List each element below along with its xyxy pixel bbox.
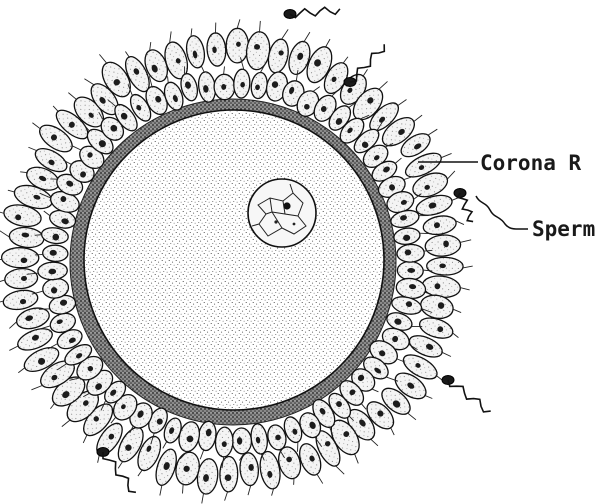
corona-cell-outer-63: [424, 233, 472, 258]
sperm-tail: [448, 380, 491, 412]
sperm-4: [442, 376, 491, 412]
nucleus: [248, 179, 316, 247]
corona-cell-outer-33: [0, 224, 45, 249]
corona-label: Corona R: [418, 151, 582, 175]
sperm-label: Sperm: [476, 196, 595, 241]
corona-label-text: Corona R: [480, 151, 582, 175]
corona-cell-outer-47: [205, 22, 227, 67]
corona-cell-outer-48: [226, 19, 249, 63]
sperm-3: [454, 189, 473, 222]
sperm-label-text: Sperm: [532, 217, 595, 241]
corona-cell-outer-31: [0, 267, 38, 290]
corona-cell-inner-47: [213, 66, 235, 100]
sperm-tail: [458, 193, 474, 222]
sperm-leader-tail: [476, 196, 516, 229]
corona-cell-inner-32: [35, 244, 69, 262]
sperm-1: [284, 7, 340, 18]
sperm-tail: [290, 7, 340, 17]
corona-cell-outer-16: [219, 456, 238, 501]
corona-cell-outer-0: [427, 257, 473, 275]
ooplasm-stipple: [85, 111, 383, 409]
corona-cell-outer-15: [239, 452, 260, 495]
corona-cell-outer-32: [0, 247, 39, 268]
